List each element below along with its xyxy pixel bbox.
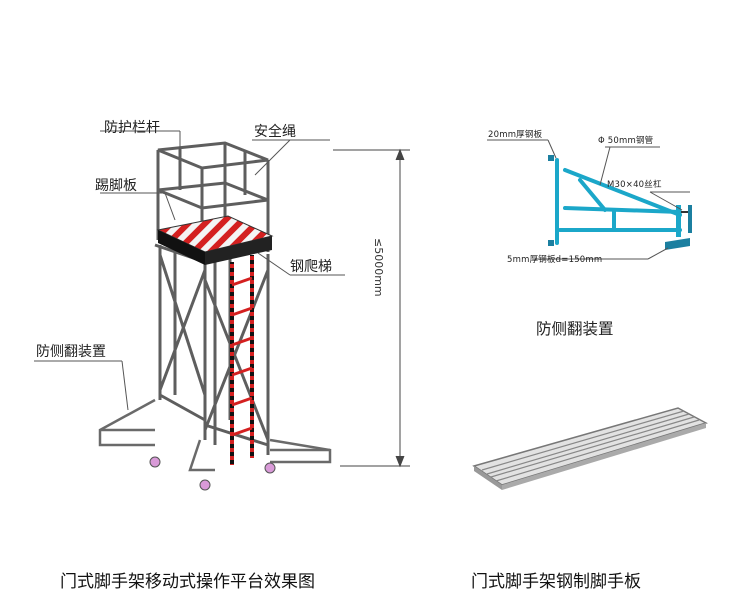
outriggers — [98, 398, 332, 472]
plate20-label: 20mm厚钢板 — [488, 130, 543, 140]
steel-ladder — [230, 255, 254, 465]
toe-board-label: 踢脚板 — [95, 178, 137, 194]
right-caption: 门式脚手架钢制脚手板 — [471, 572, 641, 592]
steel-ladder-label: 钢爬梯 — [290, 259, 332, 275]
guardrail-label: 防护栏杆 — [104, 120, 160, 136]
pipe-label: Φ 50mm钢管 — [598, 136, 654, 146]
left-caption: 门式脚手架移动式操作平台效果图 — [60, 572, 315, 592]
safety-rope-label: 安全绳 — [254, 124, 296, 140]
plate5-label: 5mm厚钢板d=150mm — [507, 255, 603, 265]
anti-tip-subtitle: 防侧翻装置 — [536, 320, 614, 338]
screw-label: M30×40丝杠 — [607, 180, 662, 190]
steel-plank — [472, 407, 708, 490]
height-dimension — [333, 148, 410, 468]
anti-tip-device — [548, 155, 692, 250]
height-dimension-label: ≤5000mm — [372, 238, 385, 297]
anti-tipping-label: 防侧翻装置 — [36, 344, 106, 360]
casters — [149, 456, 276, 491]
